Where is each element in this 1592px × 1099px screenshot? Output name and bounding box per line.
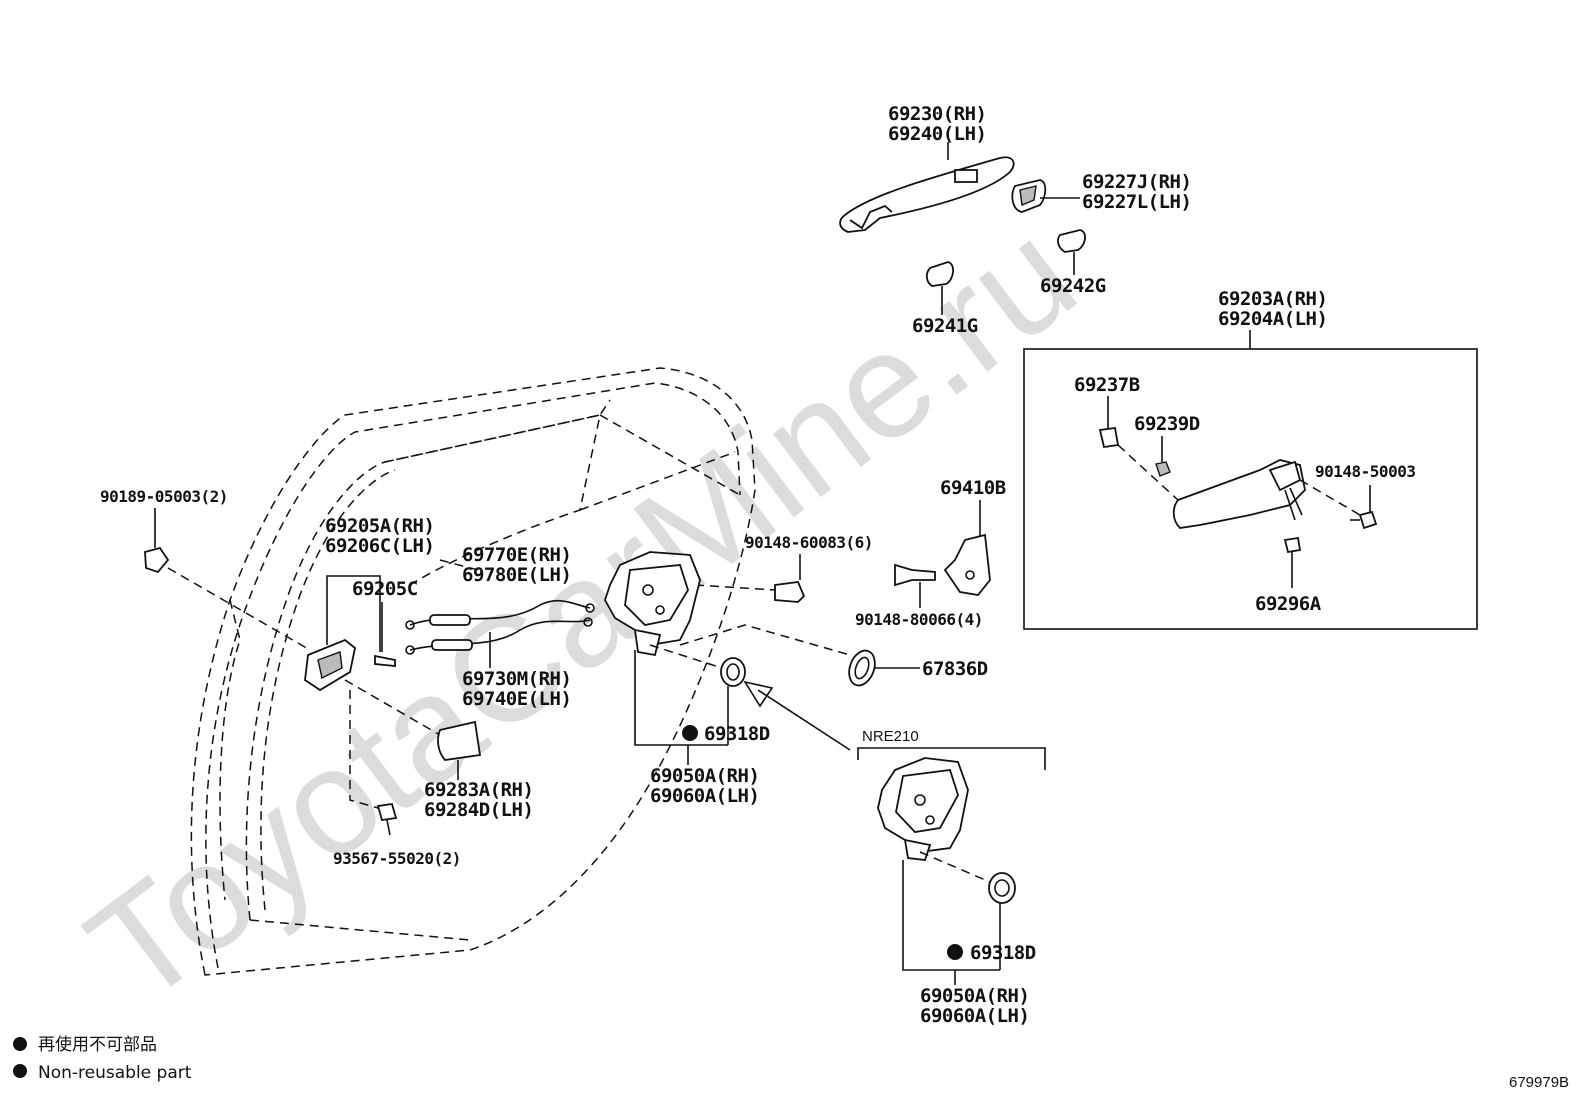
label-69318D-nre210: 69318D — [970, 942, 1036, 964]
seal-69318D-nre210 — [988, 872, 1016, 904]
variant-arrow — [743, 680, 851, 751]
legend-dot-1 — [13, 1037, 27, 1051]
diagram-code: 679979B — [1509, 1074, 1569, 1091]
label-69242G: 69242G — [1040, 275, 1106, 297]
door-outline — [190, 367, 756, 976]
frame-bracket — [1172, 459, 1306, 529]
label-69204A: 69204A(LH) — [1218, 308, 1327, 330]
legend: 再使用不可部品 Non-reusable part — [13, 1034, 192, 1083]
label-90189-05003: 90189-05003(2) — [100, 487, 228, 506]
legend-text-en: Non-reusable part — [38, 1063, 192, 1083]
variant-label: NRE210 — [862, 728, 919, 745]
door-lock-assembly-nre210 — [877, 757, 969, 861]
grommet-67836D — [848, 649, 876, 687]
label-69239D: 69239D — [1134, 413, 1200, 435]
label-69227J: 69227J(RH) — [1082, 171, 1191, 193]
seal-69318D-main — [720, 657, 746, 687]
screw-69205C — [374, 654, 396, 667]
screw-90148-60083 — [774, 581, 806, 603]
label-90148-80066: 90148-80066(4) — [855, 610, 983, 629]
label-69060A-main: 69060A(LH) — [650, 785, 759, 807]
bezel-69283A — [437, 720, 482, 761]
outside-handle — [839, 156, 1015, 233]
label-69230: 69230(RH) — [888, 103, 986, 125]
label-90148-50003: 90148-50003 — [1315, 462, 1415, 481]
frame-assembly-box — [1023, 348, 1478, 630]
label-69205C: 69205C — [352, 578, 418, 600]
pad-69241G — [925, 261, 954, 287]
screw-90148-80066 — [894, 563, 936, 587]
label-69205A: 69205A(RH) — [325, 515, 434, 537]
label-69050A-nre210: 69050A(RH) — [920, 985, 1029, 1007]
label-69283A: 69283A(RH) — [424, 779, 533, 801]
label-69296A: 69296A — [1255, 593, 1322, 615]
label-69770E: 69770E(RH) — [462, 544, 571, 566]
door-lock-assembly — [604, 551, 701, 657]
label-69206C: 69206C(LH) — [325, 535, 434, 557]
label-69237B: 69237B — [1074, 374, 1140, 396]
label-69227L: 69227L(LH) — [1082, 191, 1191, 213]
inside-handle — [304, 638, 356, 692]
label-69060A-nre210: 69060A(LH) — [920, 1005, 1029, 1027]
label-69203A: 69203A(RH) — [1218, 288, 1327, 310]
clip-90189-05003 — [144, 546, 170, 574]
label-69241G: 69241G — [912, 315, 978, 337]
clip-69237B — [1098, 426, 1120, 449]
label-69780E: 69780E(LH) — [462, 564, 571, 586]
striker-69410B — [943, 533, 991, 596]
bolt-90148-50003 — [1350, 510, 1378, 530]
label-69410B: 69410B — [940, 477, 1006, 499]
non-reusable-dot — [682, 725, 698, 741]
label-90148-60083: 90148-60083(6) — [745, 533, 873, 552]
label-93567: 93567-55020(2) — [333, 849, 461, 868]
label-69730M: 69730M(RH) — [462, 668, 571, 690]
label-69740E: 69740E(LH) — [462, 688, 571, 710]
cable-assembly — [405, 599, 595, 655]
pad-69242G — [1057, 229, 1086, 253]
label-67836D: 67836D — [922, 658, 988, 680]
label-69050A-main: 69050A(RH) — [650, 765, 759, 787]
legend-text-jp: 再使用不可部品 — [38, 1034, 157, 1055]
label-69284D: 69284D(LH) — [424, 799, 533, 821]
screw-69296A — [1283, 536, 1302, 554]
label-69240: 69240(LH) — [888, 123, 986, 145]
nut-69239D — [1155, 461, 1171, 477]
non-reusable-dot-2 — [947, 944, 963, 960]
label-69318D-main: 69318D — [704, 723, 770, 745]
screw-93567 — [376, 802, 398, 836]
handle-cover-69227 — [1011, 179, 1047, 213]
legend-dot-2 — [13, 1064, 27, 1078]
